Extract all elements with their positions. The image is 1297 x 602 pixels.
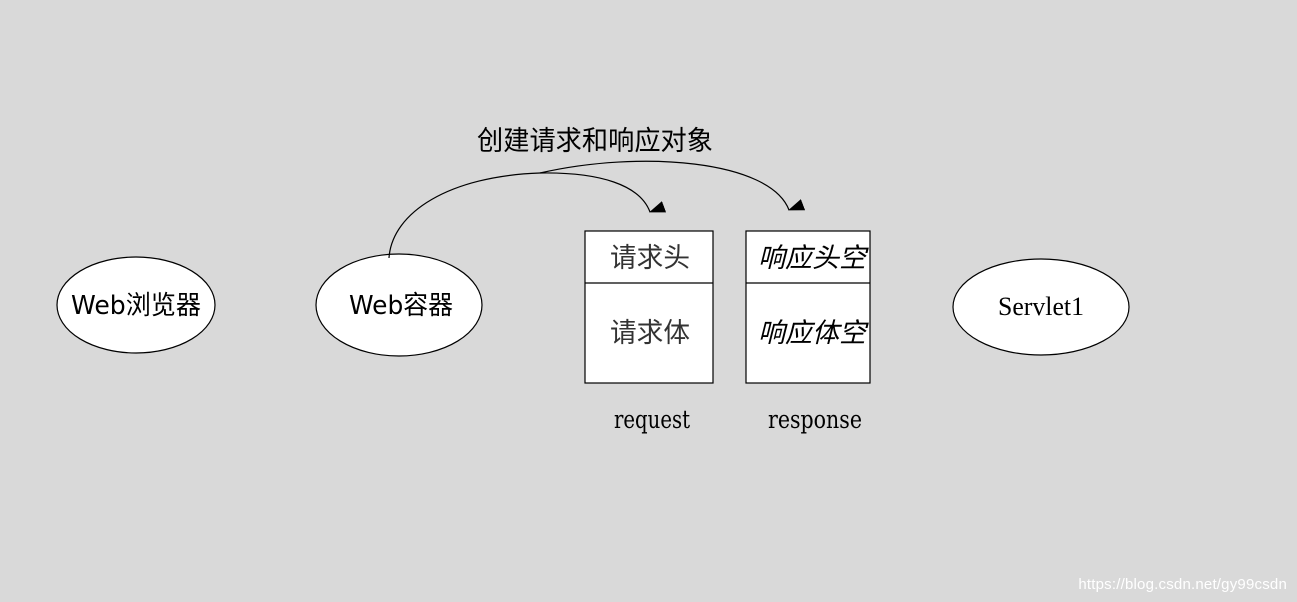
web-container-label: Web容器 [349,291,453,321]
web-browser-label: Web浏览器 [71,291,201,321]
request-label: request [614,405,690,434]
response-box: 响应头空 响应体空 response [745,230,871,434]
response-label: response [768,405,862,434]
create-objects-edge: 创建请求和响应对象 [388,126,806,259]
arrow-to-response [539,160,806,211]
arrow-to-request [539,172,667,213]
request-box: 请求头 请求体 request [584,230,714,434]
request-header-cell: 请求头 [610,243,690,274]
servlet-label: Servlet1 [998,292,1084,321]
watermark: https://blog.csdn.net/gy99csdn [1078,576,1287,593]
response-header-cell: 响应头空 [758,243,869,274]
servlet-node: Servlet1 [952,258,1130,356]
response-body-cell: 响应体空 [758,318,869,349]
request-body-cell: 请求体 [610,318,690,349]
web-container-node: Web容器 [315,253,483,357]
edge-label: 创建请求和响应对象 [477,126,713,157]
web-browser-node: Web浏览器 [56,256,216,354]
